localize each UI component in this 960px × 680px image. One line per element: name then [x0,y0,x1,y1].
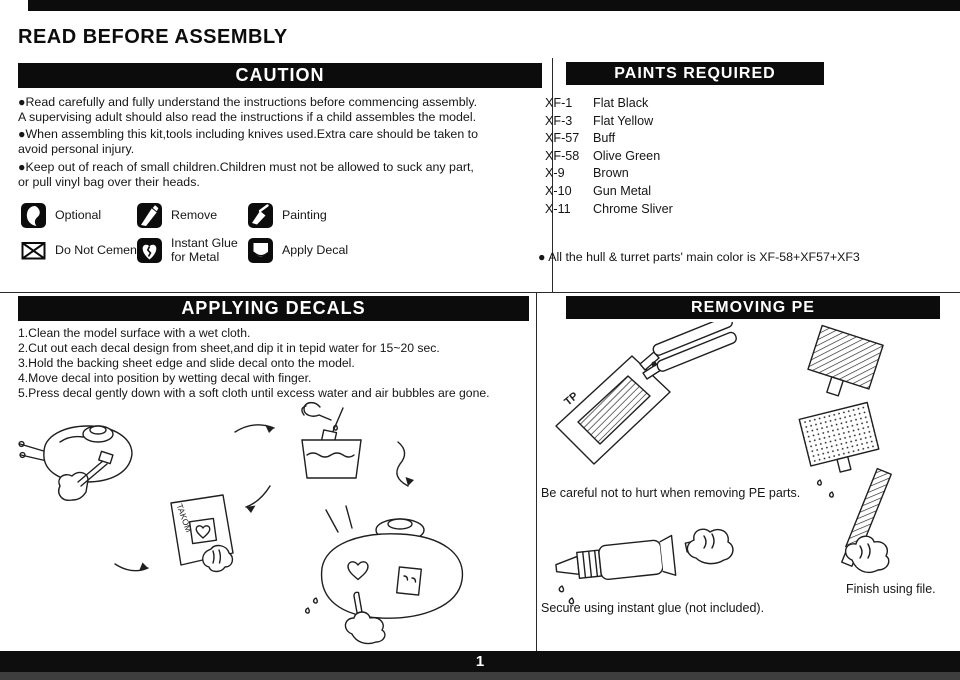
paint-name: Chrome Sliver [593,201,673,216]
symbol-optional: Optional [20,202,101,229]
page-top-border [28,0,960,11]
hand-sketch [202,544,234,573]
paint-item: X-10 Gun Metal [545,183,673,201]
removing-pe-header: REMOVING PE [566,296,940,319]
symbol-label: Instant Glue for Metal [171,236,238,264]
paint-name: Olive Green [593,148,661,163]
symbol-painting: Painting [247,202,327,229]
paint-item: X-11 Chrome Sliver [545,201,673,219]
paint-name: Flat Black [593,96,649,110]
hand-sketch [684,528,734,565]
caution-paragraphs: ●Read carefully and fully understand the… [18,95,546,192]
caution-paragraph: ●When assembling this kit,tools includin… [18,127,478,157]
paint-item: XF-58 Olive Green [545,148,673,166]
column-divider-bottom [536,292,537,651]
decal-step: 4.Move decal into position by wetting de… [18,370,312,385]
decal-step: 1.Clean the model surface with a wet clo… [18,326,251,340]
paint-code: XF-1 [545,96,573,110]
caption-careful: Be careful not to hurt when removing PE … [541,486,801,500]
column-divider-top [552,58,553,292]
large-turret-sketch [304,505,464,645]
page-title: READ BEFORE ASSEMBLY [18,26,288,48]
pe-fret-sketch: TP [555,322,737,465]
symbol-do-not-cement: Do Not Cement [20,237,140,264]
hand-sketch [845,535,890,574]
paint-code: XF-58 [545,148,580,163]
painting-icon [248,203,273,228]
hand-sketch [344,591,386,645]
caution-header: CAUTION [18,63,542,88]
section-divider [0,292,960,293]
applying-decals-header: APPLYING DECALS [18,296,529,321]
symbol-label: Apply Decal [282,242,349,257]
decal-step: 2.Cut out each decal design from sheet,a… [18,340,440,355]
symbol-label: Do Not Cement [55,242,141,257]
pe-parts-file-sketch [798,324,892,574]
glue-bottle-sketch [555,528,734,605]
symbol-label: Optional [55,207,102,222]
paint-code: X-10 [545,183,572,198]
paints-list: XF-1 Flat Black XF-3 Flat Yellow XF-57 Buff… [545,95,673,218]
decal-steps: 1.Clean the model surface with a wet clo… [18,326,538,401]
arrow-icon [245,485,271,513]
paint-item: XF-1 Flat Black [545,95,673,113]
symbol-apply-decal: Apply Decal [247,237,348,264]
optional-icon [21,203,46,228]
small-turret-sketch [18,425,133,501]
caption-glue: Secure using instant glue (not included)… [541,601,765,615]
dipping-cup-sketch [301,402,362,479]
remove-icon [137,203,162,228]
footer-edge [0,672,960,680]
paint-name: Gun Metal [593,183,652,198]
decal-step: 5.Press decal gently down with a soft cl… [18,385,490,400]
removing-pe-sketch: TP [555,322,892,605]
paint-code: X-9 [545,166,565,181]
paint-name: Brown [593,166,629,181]
arrow-icon [234,424,275,433]
paints-header: PAINTS REQUIRED [566,62,824,85]
paint-item: XF-3 Flat Yellow [545,113,673,131]
paint-item: X-9 Brown [545,165,673,183]
arrow-icon [114,562,149,572]
decal-application-sketch: TAKOM [18,402,464,645]
caution-paragraph: ●Keep out of reach of small children.Chi… [18,159,474,189]
caption-file: Finish using file. [846,582,936,596]
paint-code: XF-3 [545,113,573,128]
paint-name: Flat Yellow [593,113,654,128]
page-footer: 1 [0,651,960,680]
symbol-instant-glue: Instant Glue for Metal [136,236,238,264]
apply-decal-icon [248,238,273,263]
do-not-cement-icon [21,242,46,260]
symbol-label: Remove [171,207,218,222]
decal-sheet-sketch: TAKOM [170,494,234,573]
paints-note: ● All the hull & turret parts' main colo… [538,250,860,264]
paint-name: Buff [593,131,616,146]
caution-paragraph: ●Read carefully and fully understand the… [18,95,478,124]
arrow-icon [396,441,414,487]
symbol-remove: Remove [136,202,217,229]
pliers-sketch [639,322,737,380]
decal-step: 3.Hold the backing sheet edge and slide … [18,355,355,370]
paint-item: XF-57 Buff [545,130,673,148]
paint-code: X-11 [545,201,571,216]
symbol-label: Painting [282,207,327,222]
instant-glue-icon [137,238,162,263]
page-number: 1 [475,653,485,670]
paint-code: XF-57 [545,131,580,146]
